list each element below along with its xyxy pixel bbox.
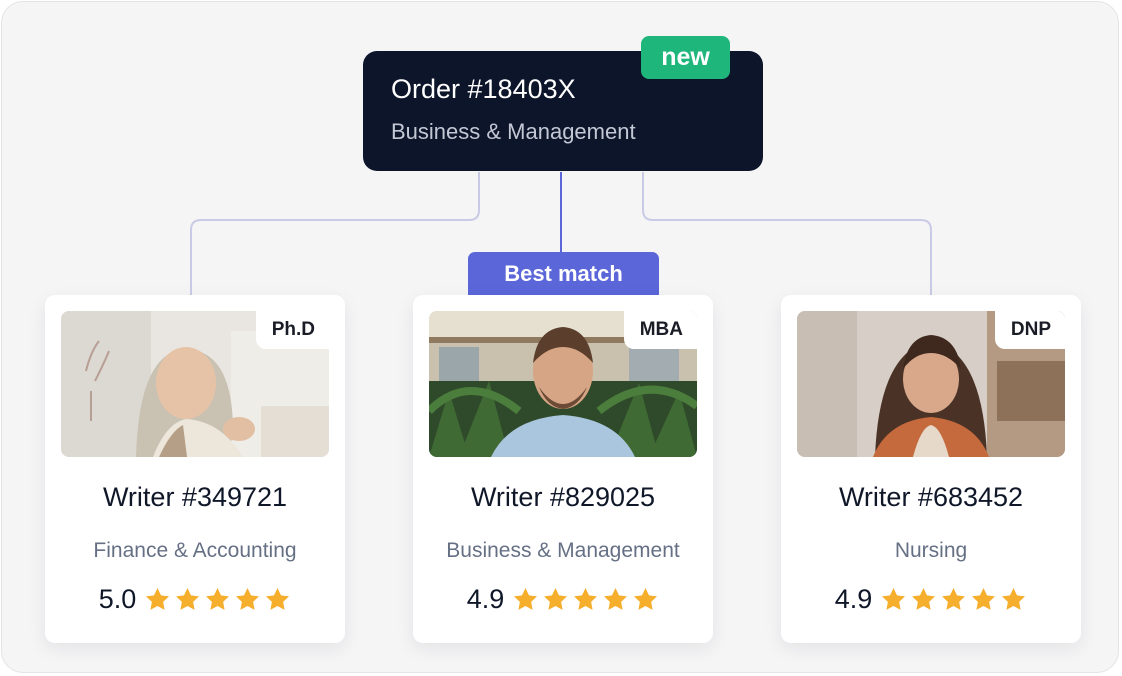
writer-photo: Ph.D bbox=[61, 311, 329, 457]
writer-rating: 4.9 bbox=[781, 584, 1081, 615]
star-icon bbox=[146, 588, 170, 610]
star-icon bbox=[972, 588, 996, 610]
star-icon bbox=[574, 588, 598, 610]
writer-rating: 5.0 bbox=[45, 584, 345, 615]
degree-badge: Ph.D bbox=[255, 311, 329, 349]
writer-card[interactable]: MBA Writer #829025 Business & Management… bbox=[413, 295, 713, 643]
star-icon bbox=[236, 588, 260, 610]
connector-left bbox=[190, 172, 480, 295]
writer-photo: MBA bbox=[429, 311, 697, 457]
star-icon bbox=[882, 588, 906, 610]
star-icon bbox=[514, 588, 538, 610]
rating-score: 4.9 bbox=[466, 584, 505, 614]
star-icon bbox=[266, 588, 290, 610]
connector-right bbox=[642, 172, 932, 295]
star-icon bbox=[176, 588, 200, 610]
writer-field: Finance & Accounting bbox=[93, 539, 297, 562]
writer-name: Writer #683452 bbox=[838, 482, 1024, 512]
rating-stars bbox=[144, 586, 291, 613]
rating-stars bbox=[880, 586, 1027, 613]
star-icon bbox=[942, 588, 966, 610]
rating-score: 4.9 bbox=[834, 584, 873, 614]
rating-stars bbox=[512, 586, 659, 613]
writer-field: Business & Management bbox=[446, 539, 680, 562]
order-subject: Business & Management bbox=[391, 119, 636, 144]
writer-rating: 4.9 bbox=[413, 584, 713, 615]
star-icon bbox=[912, 588, 936, 610]
writer-photo: DNP bbox=[797, 311, 1065, 457]
star-icon bbox=[206, 588, 230, 610]
star-icon bbox=[634, 588, 658, 610]
star-icon bbox=[544, 588, 568, 610]
star-icon bbox=[604, 588, 628, 610]
writer-name: Writer #829025 bbox=[470, 482, 656, 512]
best-match-tab: Best match bbox=[468, 252, 659, 296]
writer-card[interactable]: Ph.D Writer #349721 Finance & Accounting… bbox=[45, 295, 345, 643]
degree-badge: DNP bbox=[994, 311, 1065, 349]
order-title: Order #18403X bbox=[391, 74, 576, 104]
star-icon bbox=[1002, 588, 1026, 610]
writer-name: Writer #349721 bbox=[102, 482, 288, 512]
writer-card[interactable]: DNP Writer #683452 Nursing 4.9 bbox=[781, 295, 1081, 643]
degree-badge: MBA bbox=[623, 311, 697, 349]
writer-field: Nursing bbox=[894, 539, 968, 562]
rating-score: 5.0 bbox=[98, 584, 137, 614]
new-badge: new bbox=[641, 36, 730, 79]
